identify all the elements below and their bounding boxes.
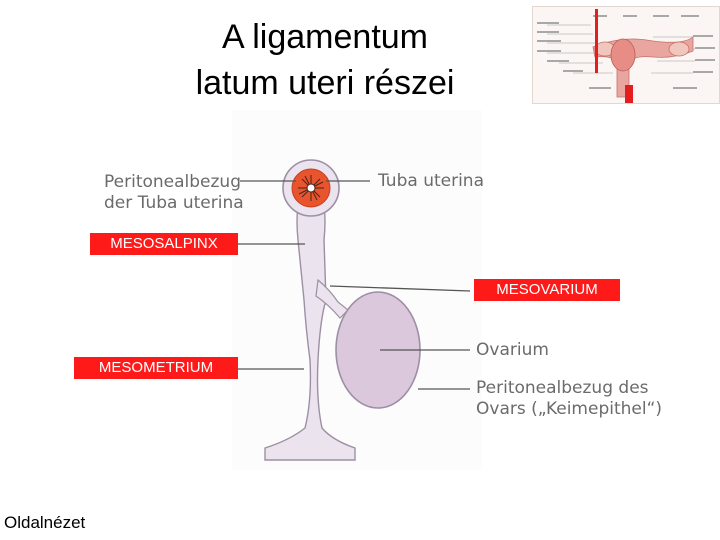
label-mesovarium: MESOVARIUM: [474, 279, 620, 301]
mesovarium-branch: [315, 278, 349, 319]
label-mesosalpinx: MESOSALPINX: [90, 233, 238, 255]
uterus-illustration: [537, 9, 715, 103]
pointer-mesovarium: [329, 285, 471, 292]
label-tuba-uterina: Tuba uterina: [378, 171, 484, 191]
pointer-lines: [238, 180, 471, 390]
label-peritoneal-ovar-line-2: Ovars („Keimepithel“): [476, 399, 663, 419]
title-line-2: latum uteri részei: [195, 64, 455, 102]
footer-caption: Oldalnézet: [4, 513, 86, 532]
tube-lumen: [306, 183, 316, 193]
label-mesometrium: MESOMETRIUM: [74, 357, 238, 379]
label-peritoneal-ovar-line-1: Peritonealbezug des: [476, 378, 649, 398]
label-peritoneal-tube-line-2: der Tuba uterina: [104, 193, 244, 213]
label-ovarium: Ovarium: [476, 340, 549, 360]
title-line-1: A ligamentum: [222, 18, 428, 56]
ligament-body: [264, 204, 356, 461]
label-peritoneal-tube: Peritonealbezug der Tuba uterina: [104, 172, 244, 214]
uterus-thumbnail: [532, 6, 720, 104]
label-peritoneal-ovar: Peritonealbezug des Ovars („Keimepithel“…: [476, 378, 662, 420]
page-title: A ligamentum latum uteri részei: [190, 14, 460, 106]
label-peritoneal-tube-line-1: Peritonealbezug: [104, 172, 241, 192]
